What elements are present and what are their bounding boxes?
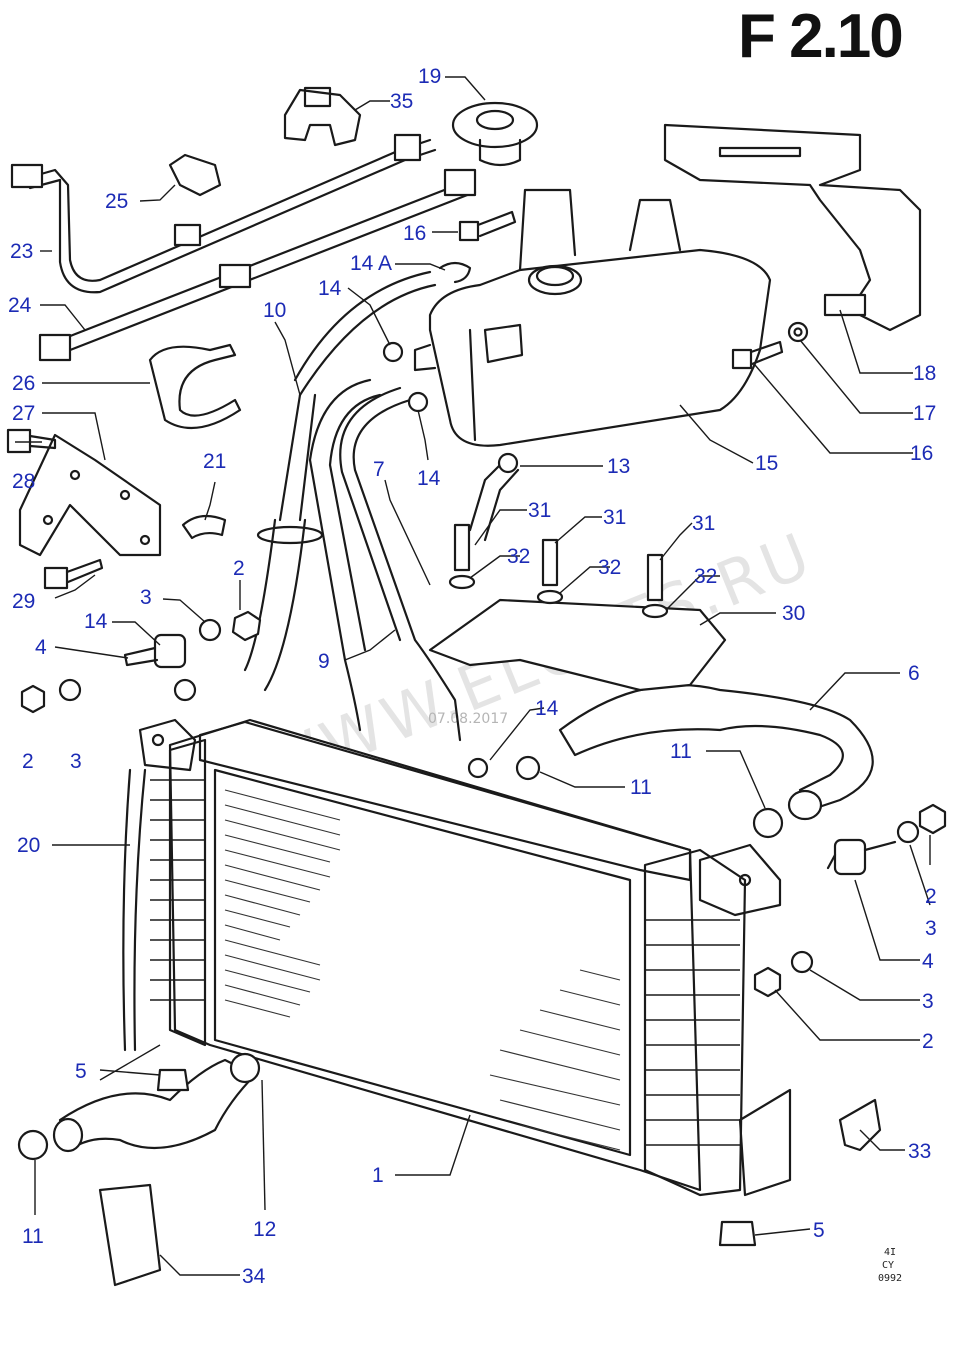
drawing-code-3: 0992 (878, 1273, 902, 1284)
hose-9-edge (328, 393, 382, 652)
callout-10: 10 (263, 299, 286, 322)
pipe-23-part (10, 133, 437, 294)
hose-9-part (308, 378, 372, 732)
callout-14a: 14 A (350, 252, 392, 275)
callout-30: 30 (782, 602, 805, 625)
hose-10-mid (278, 393, 317, 522)
hose-13-part (468, 458, 520, 542)
callout-3-right: 3 (925, 917, 937, 940)
callout-14-tank: 14 (417, 467, 441, 490)
drawing-code-1: 4I (884, 1247, 896, 1258)
callout-32-b: 32 (598, 556, 621, 579)
callout-31-a: 31 (528, 499, 551, 522)
callout-4-left: 4 (35, 636, 47, 659)
clip-35-part (283, 86, 362, 147)
callout-31-c: 31 (692, 512, 715, 535)
bracket-27-part (18, 433, 162, 557)
callout-28: 28 (12, 470, 35, 493)
callout-21: 21 (203, 450, 226, 473)
callout-34: 34 (242, 1265, 266, 1288)
hose-12-part (58, 1058, 257, 1152)
callout-15: 15 (755, 452, 778, 475)
callout-3-left-top: 3 (140, 586, 152, 609)
callout-6: 6 (908, 662, 920, 685)
callout-1: 1 (372, 1164, 384, 1187)
callout-5-right: 5 (813, 1219, 825, 1242)
callout-16-right: 16 (910, 442, 933, 465)
clamp-ring (256, 525, 324, 545)
callout-7: 7 (373, 458, 385, 481)
callout-12: 12 (253, 1218, 276, 1241)
callout-25: 25 (105, 190, 128, 213)
callout-20: 20 (17, 834, 40, 857)
callout-2-right: 2 (925, 885, 937, 908)
callout-14-mid: 14 (535, 697, 559, 720)
callout-5-left: 5 (75, 1060, 87, 1083)
callout-4-right: 4 (922, 950, 934, 973)
leader-lines (15, 76, 931, 1276)
hose-10-upper (298, 283, 437, 397)
callout-13: 13 (607, 455, 630, 478)
expansion-tank-part (413, 188, 772, 447)
callout-11-right: 11 (670, 740, 692, 763)
callout-29: 29 (12, 590, 35, 613)
callout-16-top: 16 (403, 222, 426, 245)
callout-9: 9 (318, 650, 330, 673)
callout-27: 27 (12, 402, 35, 425)
hose-10-lower (243, 518, 307, 692)
callout-32-c: 32 (694, 565, 717, 588)
watermark-date: 07.08.2017 (428, 711, 508, 727)
filler-cap-part (451, 101, 539, 167)
pipe-24-part (38, 168, 477, 362)
hose-10-upper-edge (293, 270, 432, 382)
callout-2-left-top: 2 (233, 557, 245, 580)
hose-7-part (352, 398, 462, 742)
callout-14-left: 14 (84, 610, 108, 633)
callout-11-mid: 11 (630, 776, 652, 799)
hose-12-end (52, 1117, 84, 1153)
hose-7-edge (339, 386, 402, 642)
callout-2-right-low: 2 (922, 1030, 934, 1053)
drawing-code-2: CY (882, 1260, 894, 1271)
clip-25-part (168, 153, 222, 197)
callout-33: 33 (908, 1140, 931, 1163)
callout-17: 17 (913, 402, 936, 425)
hose-6-part (558, 684, 874, 812)
bolt-29-part (43, 558, 104, 590)
hose-6-end (787, 789, 823, 821)
radiator-part (138, 718, 792, 1197)
callout-14-top: 14 (318, 277, 342, 300)
bracket-18-part (663, 123, 922, 332)
heat-shield-30-part (428, 598, 727, 692)
callout-11-left: 11 (22, 1225, 44, 1248)
hose-20-part (122, 768, 147, 1052)
callout-3-left: 3 (70, 750, 82, 773)
clip-26-part (148, 343, 242, 430)
callout-32-a: 32 (507, 545, 530, 568)
page-title: F 2.10 (738, 2, 902, 71)
callout-31-b: 31 (603, 506, 626, 529)
callout-labels: 19 35 25 23 16 14 A 24 10 14 26 27 28 18… (8, 65, 937, 1288)
callout-2-left: 2 (22, 750, 34, 773)
callout-18: 18 (913, 362, 936, 385)
callout-23: 23 (10, 240, 33, 263)
bolt-28-part (6, 428, 57, 454)
callout-19: 19 (418, 65, 441, 88)
callout-24: 24 (8, 294, 32, 317)
small-parts (17, 210, 947, 1287)
callout-3-right-low: 3 (922, 990, 934, 1013)
callout-35: 35 (390, 90, 413, 113)
callout-26: 26 (12, 372, 35, 395)
